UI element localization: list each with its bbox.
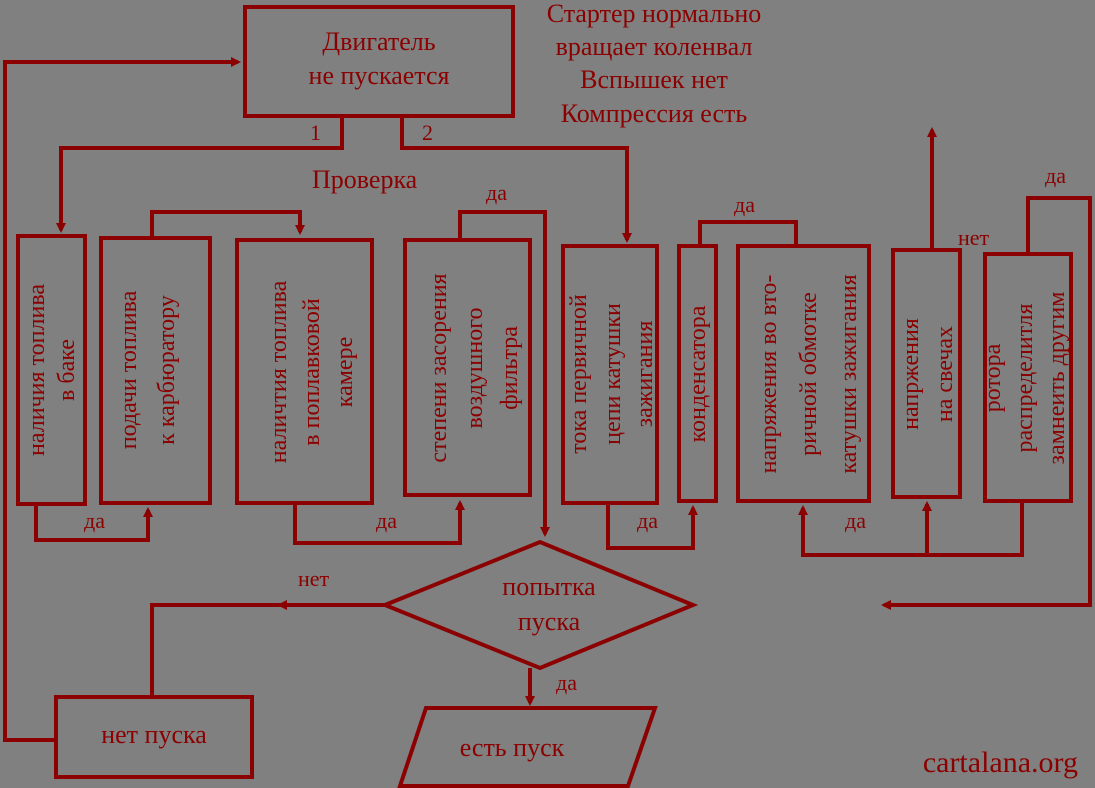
check-box-2 xyxy=(99,236,212,505)
edge-9-decision xyxy=(881,196,1092,610)
check-box-3 xyxy=(235,238,374,505)
condition-3: Вспышек нет xyxy=(580,65,728,94)
condition-2: вращает коленвал xyxy=(556,32,753,61)
check-box-7 xyxy=(736,244,871,503)
edge-1-2 xyxy=(34,504,153,542)
check-3-line1: наличтия топлива xyxy=(266,280,292,463)
branch-1-line xyxy=(56,116,344,233)
check-4-line2: воздушного xyxy=(462,308,488,429)
check-9-line1: ротора xyxy=(980,343,1006,412)
edge-9-7 xyxy=(798,501,1024,557)
edge-4-decision xyxy=(458,210,550,537)
check-box-6 xyxy=(677,244,718,503)
check-5-line2: цепи катушки xyxy=(600,303,626,445)
no-start-label: нет пуска xyxy=(101,720,207,749)
check-6-line1: конденсатора xyxy=(685,305,711,442)
decision-line1: попытка xyxy=(502,572,596,601)
check-7-line2: ричной обмотке xyxy=(796,292,822,456)
check-label: Проверка xyxy=(312,165,418,194)
check-box-4 xyxy=(403,238,532,497)
start-line1: Двигатель xyxy=(322,27,435,56)
check-9-line2: распределитля xyxy=(1012,303,1038,452)
check-5-line3: зажигания xyxy=(632,321,658,428)
check-8-line2: на свечах xyxy=(932,326,958,422)
start-box xyxy=(243,5,515,118)
check-2-line1: подачи топлива xyxy=(116,290,142,449)
started-label: есть пуск xyxy=(460,733,565,762)
watermark: cartalana.org xyxy=(923,746,1078,779)
edge-decision-no-label: нет xyxy=(298,566,330,591)
check-1-line1: наличия топлива xyxy=(24,284,50,456)
started-box xyxy=(397,706,658,788)
check-7-line1: напряжения во вто- xyxy=(756,275,782,474)
edge-6-7-label: да xyxy=(734,192,755,217)
edge-5-6 xyxy=(606,503,698,550)
decision-line2: пуска xyxy=(518,607,581,636)
condition-1: Стартер нормально xyxy=(547,0,762,28)
edge-8-up-label: нет xyxy=(958,225,990,250)
edge-5-6-label: да xyxy=(637,508,658,533)
branch-1-label: 1 xyxy=(310,120,321,145)
check-9-line3: замнеить другим xyxy=(1044,292,1070,465)
edge-9-decision-label: да xyxy=(1045,163,1066,188)
edge-6-7 xyxy=(698,220,798,246)
decision-diamond xyxy=(379,539,699,671)
no-start-box xyxy=(54,695,254,779)
branch-2-label: 2 xyxy=(422,120,433,145)
check-box-8 xyxy=(891,248,962,499)
edge-2-3 xyxy=(150,210,305,238)
check-2-line2: к карбюратору xyxy=(154,295,180,445)
start-line2: не пускается xyxy=(309,61,450,90)
check-7-line3: катушки зажигания xyxy=(836,274,862,473)
check-1-line2: в баке xyxy=(54,339,80,401)
check-3-line3: камере xyxy=(332,337,358,407)
check-4-line1: степени засорения xyxy=(426,273,452,462)
loop-back-line xyxy=(3,57,241,742)
edge-decision-yes-label: да xyxy=(556,670,577,695)
edge-1-2-label: да xyxy=(84,508,105,533)
check-5-line1: тока первичной xyxy=(566,294,592,454)
edge-4-decision-label: да xyxy=(486,180,507,205)
edge-9-7-label: да xyxy=(845,508,866,533)
check-8-line1: напржения xyxy=(898,318,924,430)
condition-4: Компрессия есть xyxy=(561,99,748,128)
branch-2-line xyxy=(400,116,632,243)
edge-3-4 xyxy=(293,500,465,545)
edge-decision-no-down xyxy=(150,603,280,697)
edge-3-4-label: да xyxy=(376,508,397,533)
check-4-line3: фильтра xyxy=(497,326,523,410)
check-3-line2: в поплавковой xyxy=(299,298,325,446)
check-box-1 xyxy=(16,234,87,506)
